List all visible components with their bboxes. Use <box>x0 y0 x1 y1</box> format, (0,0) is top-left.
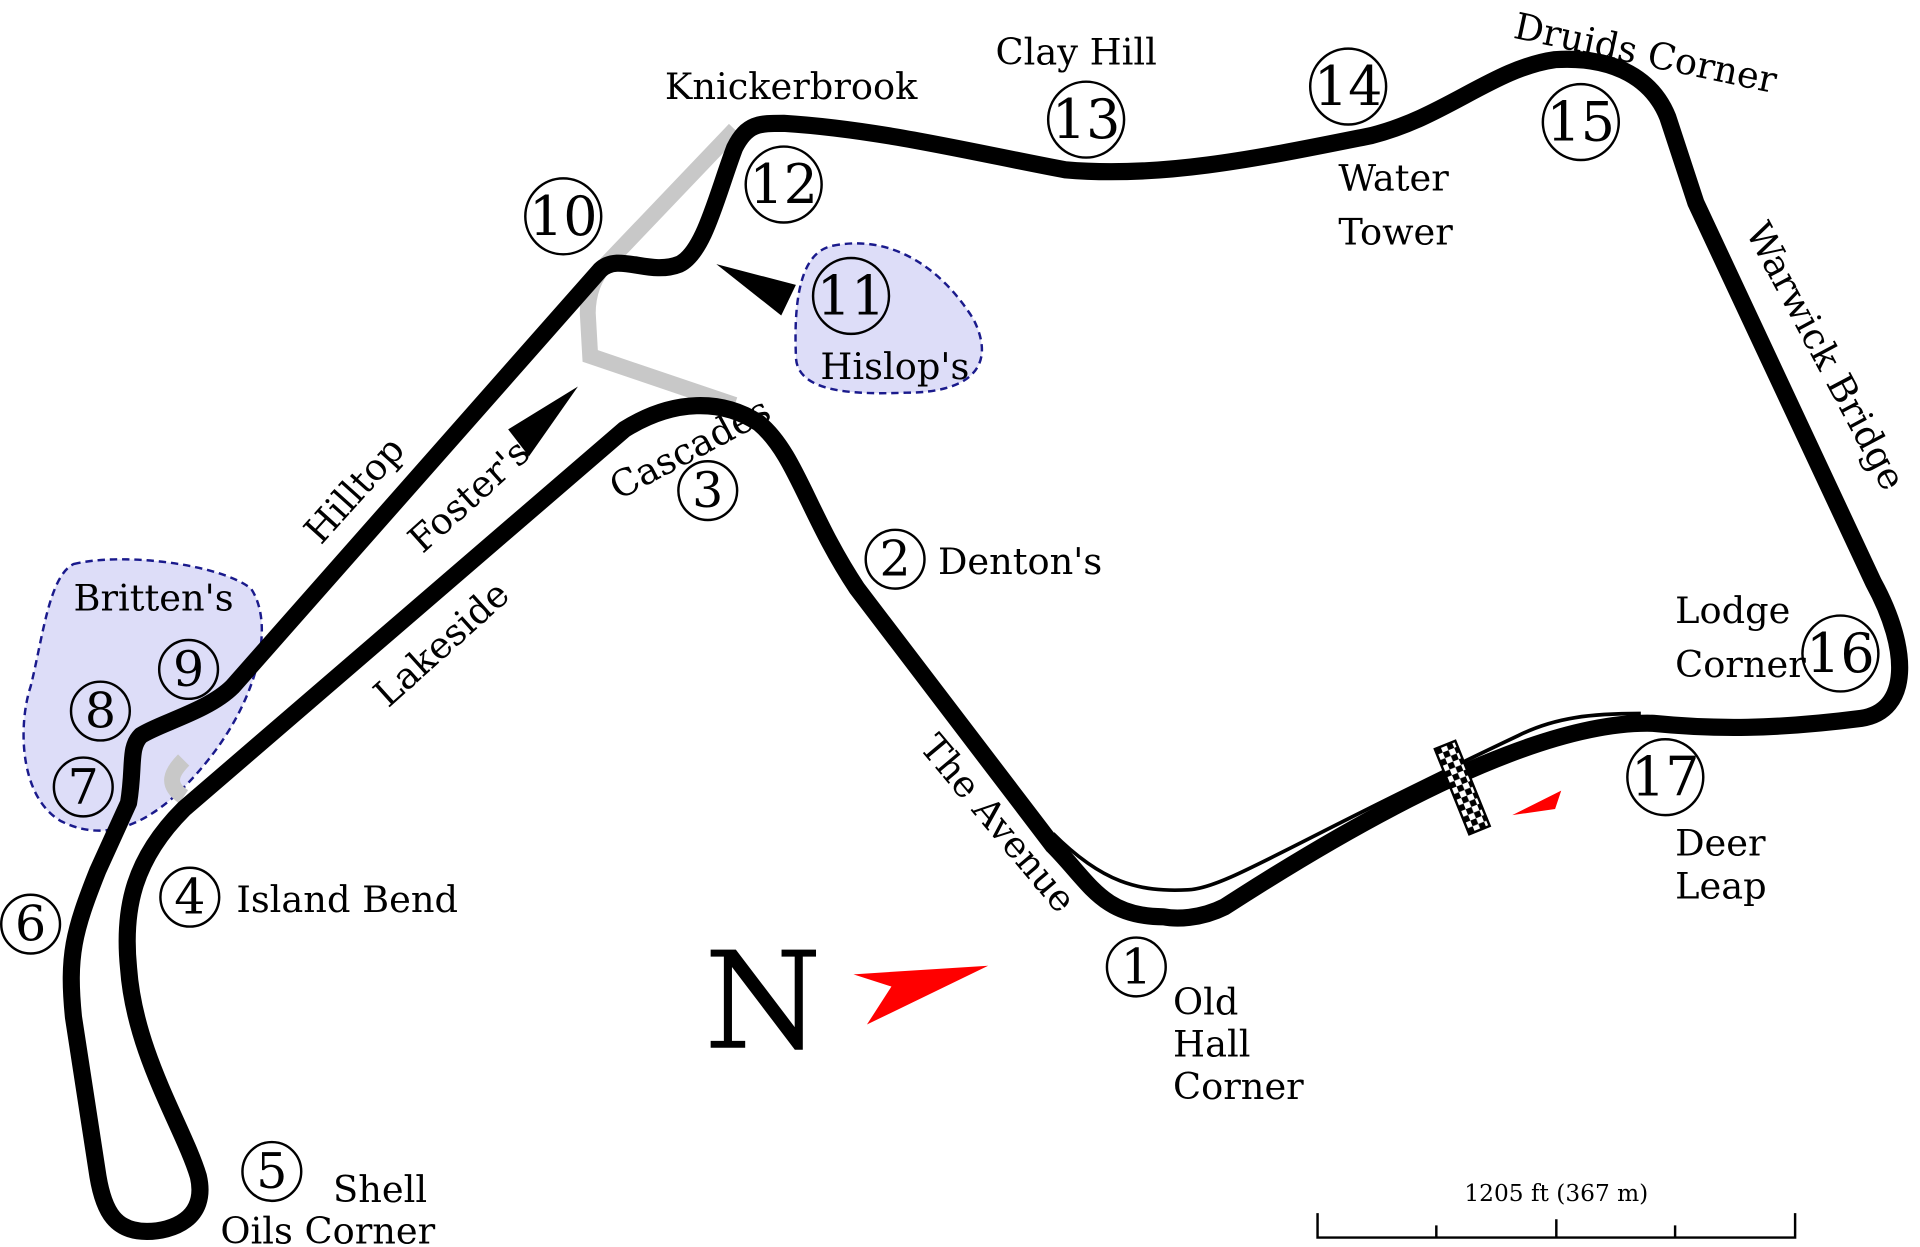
turn-number: 13 <box>1052 88 1121 151</box>
label-deer-leap: Leap <box>1675 864 1767 907</box>
direction-arrow-icon <box>716 264 796 316</box>
brittens-zone <box>22 558 263 832</box>
scale-bar <box>1316 1213 1797 1239</box>
turn-number: 15 <box>1547 91 1616 154</box>
label-water-tower: Water <box>1338 157 1449 200</box>
turn-number: 7 <box>68 758 99 815</box>
turn-number: 5 <box>256 1143 287 1200</box>
label-dentons: Denton's <box>938 540 1102 583</box>
turn-number: 11 <box>817 264 886 327</box>
race-track <box>62 50 1909 1241</box>
label-old-hall: Corner <box>1173 1065 1304 1108</box>
turn-number: 4 <box>174 869 205 926</box>
north-arrow-icon <box>853 965 989 1025</box>
label-old-hall: Old <box>1173 981 1238 1024</box>
label-brittens: Britten's <box>73 577 233 620</box>
turn-markers <box>0 47 1880 1203</box>
label-fosters: Foster's <box>400 430 538 561</box>
label-old-hall: Hall <box>1173 1022 1250 1065</box>
start-finish-line <box>1433 739 1492 836</box>
label-hislops: Hislop's <box>820 345 969 388</box>
turn-number: 6 <box>15 896 46 953</box>
turn-number: 9 <box>173 641 204 698</box>
hislops-zone <box>794 242 984 395</box>
label-shell: Oils Corner <box>220 1210 435 1247</box>
label-shell: Shell <box>333 1168 427 1211</box>
label-the-avenue: The Avenue <box>911 726 1084 921</box>
turn-number: 2 <box>880 531 911 588</box>
label-lodge: Lodge <box>1675 589 1790 632</box>
label-water-tower: Tower <box>1338 211 1453 254</box>
label-knickerbrook: Knickerbrook <box>665 65 918 108</box>
pit-lane <box>1051 711 1641 892</box>
turn-number: 1 <box>1121 938 1152 995</box>
label-island-bend: Island Bend <box>236 878 458 921</box>
direction-arrow-icon <box>508 386 578 457</box>
north-label: N <box>704 923 822 1080</box>
label-deer-leap: Deer <box>1675 822 1766 865</box>
label-lodge: Corner <box>1675 643 1806 686</box>
turn-number: 3 <box>692 462 723 519</box>
turn-number: 17 <box>1631 746 1700 809</box>
turn-number: 10 <box>529 185 598 248</box>
turn-number: 8 <box>85 683 116 740</box>
direction-arrow-icon <box>1512 790 1562 816</box>
label-clay-hill: Clay Hill <box>996 31 1157 74</box>
turn-number: 14 <box>1314 55 1383 118</box>
scale-bar-label: 1205 ft (367 m) <box>1464 1180 1648 1207</box>
turn-number: 12 <box>749 153 818 216</box>
turn-number: 16 <box>1806 622 1875 685</box>
